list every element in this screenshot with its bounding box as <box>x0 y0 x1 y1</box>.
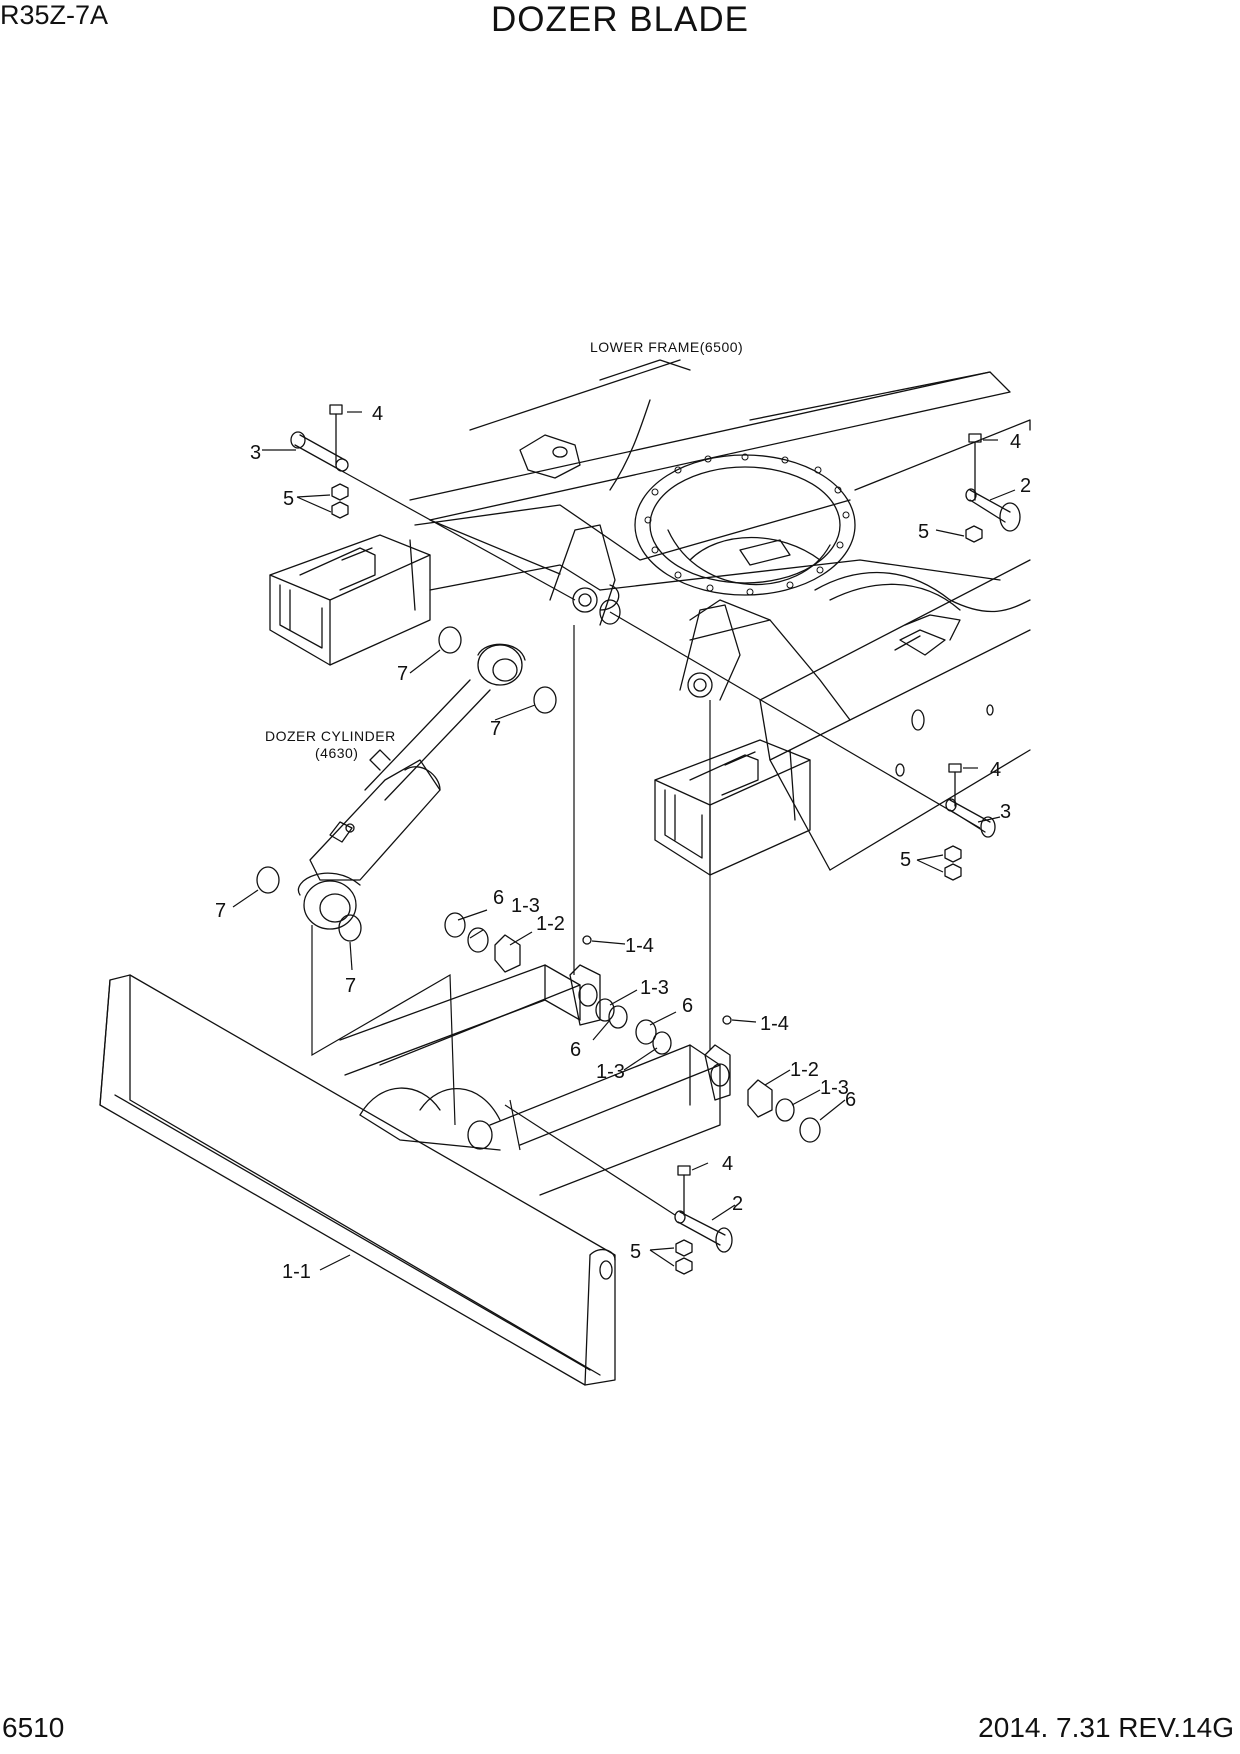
callout: 6 <box>570 1039 581 1061</box>
callout: 1-4 <box>760 1013 789 1035</box>
callout: 4 <box>722 1153 733 1175</box>
callout: 7 <box>397 663 408 685</box>
callout: 5 <box>918 521 929 543</box>
revision-date: 2014. 7.31 REV.14G <box>978 1712 1234 1743</box>
callout: 6 <box>493 887 504 909</box>
callout: 1-2 <box>536 913 565 935</box>
callout: 1-3 <box>820 1077 849 1099</box>
dozer-cylinder-ref-label: (4630) <box>315 745 358 761</box>
callout: 7 <box>345 975 356 997</box>
callout-labels: 4 3 5 4 2 5 7 7 7 7 4 3 5 6 1-3 1-2 1-4 … <box>215 403 1031 1283</box>
page-title: DOZER BLADE <box>491 0 749 39</box>
callout: 7 <box>490 718 501 740</box>
callout: 5 <box>900 849 911 871</box>
callout: 6 <box>682 995 693 1017</box>
callout: 5 <box>630 1241 641 1263</box>
dozer-cylinder-drawing <box>256 626 557 942</box>
callout: 4 <box>1010 431 1021 453</box>
assembly-center-lines <box>311 469 981 1216</box>
callout: 1-3 <box>596 1061 625 1083</box>
callout: 5 <box>283 488 294 510</box>
callout: 1-4 <box>625 935 654 957</box>
leader-lines <box>232 411 1016 1271</box>
callout: 4 <box>372 403 383 425</box>
lower-frame-label: LOWER FRAME(6500) <box>590 339 743 355</box>
lower-frame-drawing <box>269 359 1031 876</box>
callout: 1-1 <box>282 1261 311 1283</box>
callout: 7 <box>215 900 226 922</box>
callout: 1-3 <box>511 895 540 917</box>
callout: 3 <box>250 442 261 464</box>
callout: 6 <box>845 1089 856 1111</box>
callout: 3 <box>1000 801 1011 823</box>
dozer-blade-drawing <box>99 912 821 1386</box>
callout: 2 <box>1020 475 1031 497</box>
callout: 2 <box>732 1193 743 1215</box>
model-code: R35Z-7A <box>0 0 109 30</box>
callout: 1-3 <box>640 977 669 999</box>
page-number: 6510 <box>2 1712 65 1743</box>
callout: 1-2 <box>790 1059 819 1081</box>
dozer-cylinder-label: DOZER CYLINDER <box>265 728 396 744</box>
callout: 4 <box>990 759 1001 781</box>
